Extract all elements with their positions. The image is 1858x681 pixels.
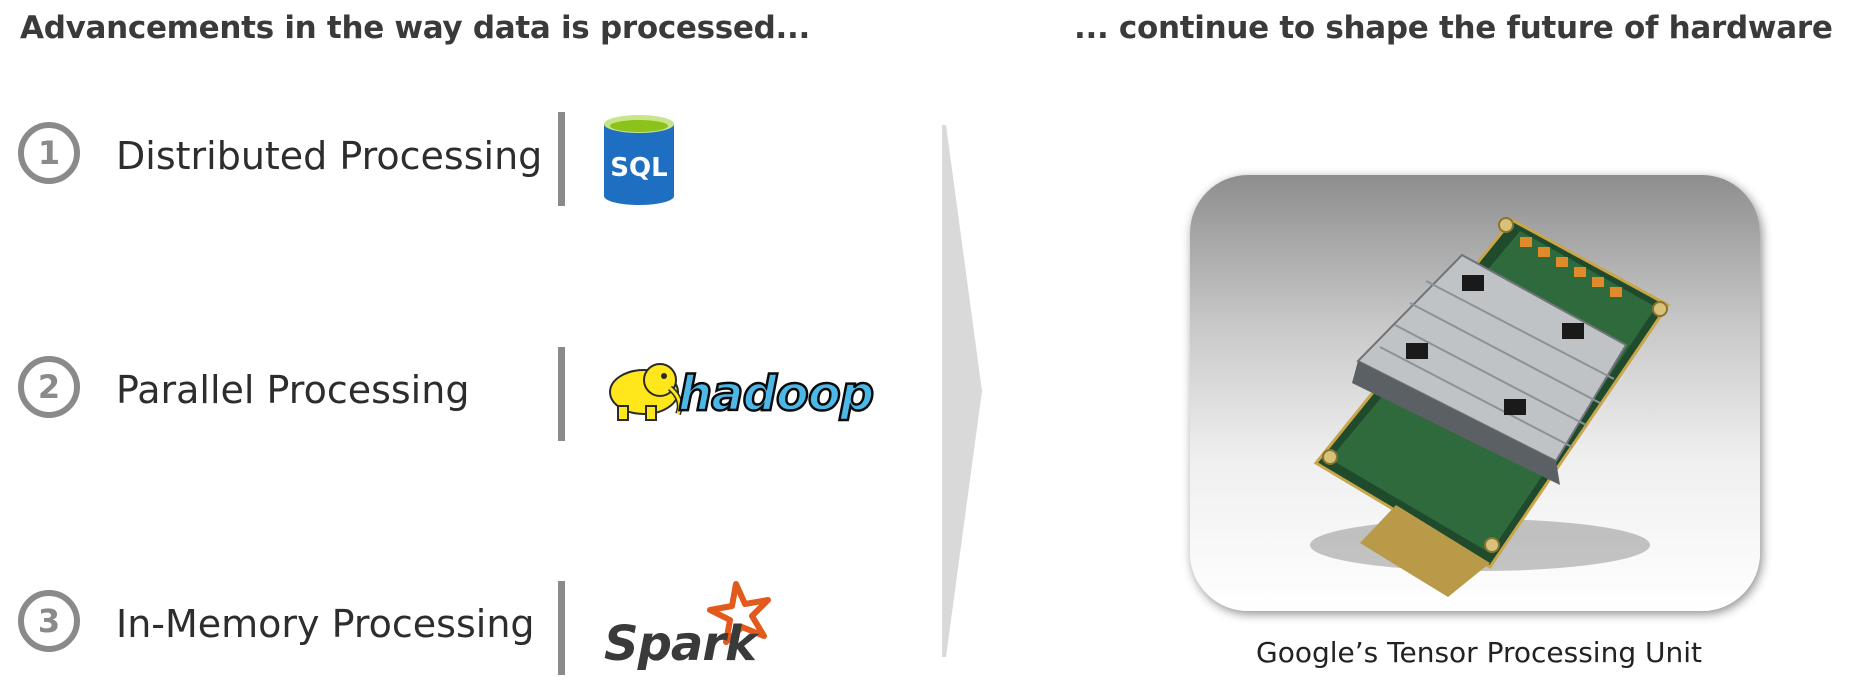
row-divider	[558, 112, 565, 206]
chevron-arrow-icon	[942, 125, 982, 657]
number-circle-1: 1	[18, 122, 80, 184]
row-divider	[558, 347, 565, 441]
number-3: 3	[37, 602, 61, 640]
tpu-board-illustration	[1310, 217, 1671, 597]
hadoop-elephant-icon	[609, 363, 683, 421]
sql-database-logo: SQL	[604, 115, 674, 205]
hadoop-logo: hadoop	[609, 363, 875, 423]
row-divider	[558, 581, 565, 675]
row-label-parallel-processing: Parallel Processing	[116, 368, 470, 412]
spark-logo-text: Spark	[604, 616, 760, 670]
number-2: 2	[37, 368, 61, 406]
tpu-image	[1190, 175, 1760, 611]
sql-logo-text: SQL	[610, 153, 667, 183]
left-heading: Advancements in the way data is processe…	[20, 10, 810, 46]
spark-star-icon	[707, 581, 771, 645]
number-1: 1	[37, 134, 61, 172]
tpu-image-caption: Google’s Tensor Processing Unit	[1256, 636, 1702, 669]
row-label-distributed-processing: Distributed Processing	[116, 134, 543, 178]
number-circle-3: 3	[18, 590, 80, 652]
row-label-in-memory-processing: In-Memory Processing	[116, 602, 535, 646]
number-circle-2: 2	[18, 356, 80, 418]
spark-logo: Spark	[604, 581, 771, 670]
right-heading: ... continue to shape the future of hard…	[1074, 10, 1833, 46]
hadoop-logo-text: hadoop	[678, 366, 873, 422]
